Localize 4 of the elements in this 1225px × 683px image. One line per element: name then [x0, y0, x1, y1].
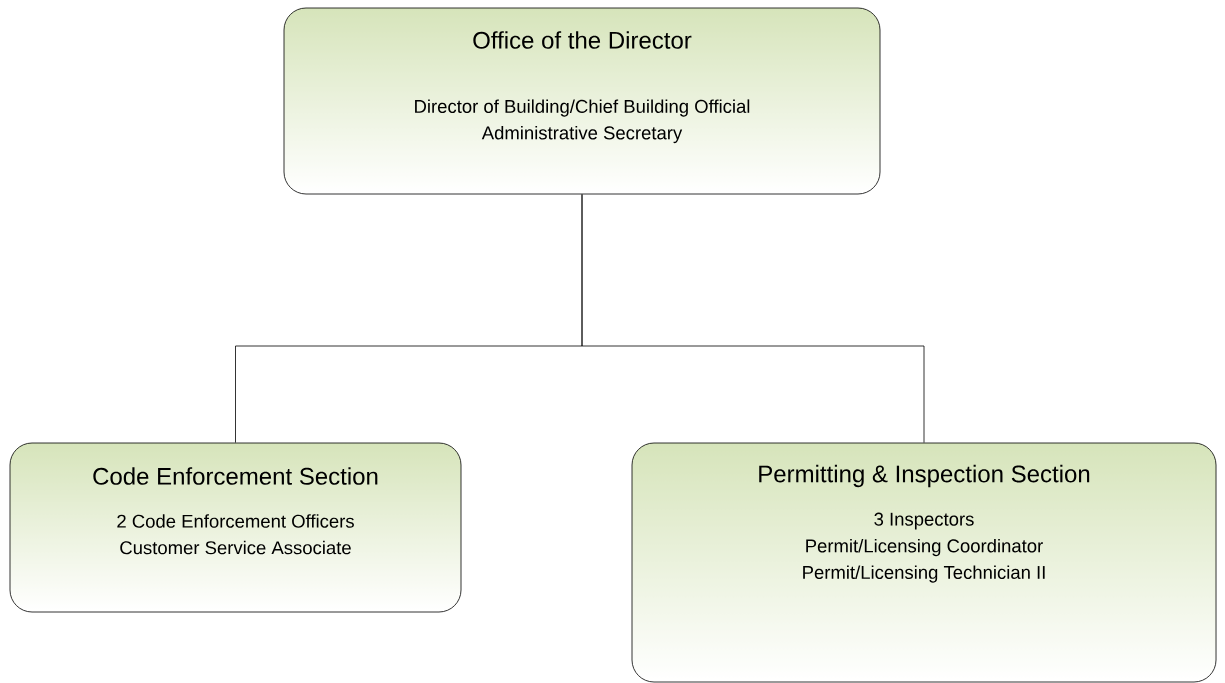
- section-box: Permitting & Inspection Section 3 Inspectors Permit/Licensing Coordinator Permit/Licensing Technician II: [631, 442, 1217, 683]
- connector-line: [581, 194, 925, 443]
- section-box: Office of the Director Director of Building/Chief Building Official Administrative Secretary: [283, 7, 881, 195]
- section-box: Code Enforcement Section 2 Code Enforcement Officers Customer Service Associate: [9, 442, 462, 613]
